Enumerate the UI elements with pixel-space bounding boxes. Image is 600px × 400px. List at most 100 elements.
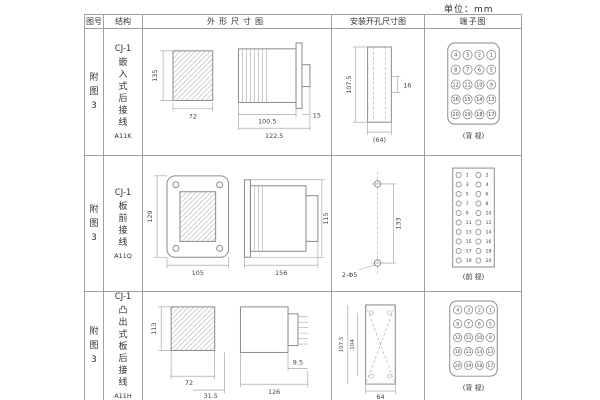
dim-front-height: 129 bbox=[146, 175, 168, 258]
terminal-circle bbox=[486, 49, 497, 60]
terminal-block-outline bbox=[452, 167, 495, 268]
mount-hole bbox=[387, 310, 392, 315]
header-install: 安装开孔尺寸图 bbox=[331, 14, 425, 29]
side-view bbox=[237, 42, 311, 109]
terminal-circle bbox=[455, 238, 462, 245]
terminal-number: 19 bbox=[466, 362, 472, 368]
terminal-circle bbox=[475, 229, 482, 235]
model-label: CJ-1 bbox=[114, 187, 132, 198]
terminal-circle bbox=[475, 172, 482, 178]
terminal-circle bbox=[474, 304, 484, 314]
cutout-view bbox=[365, 303, 396, 385]
dim-text-side-tab: 15 bbox=[313, 111, 321, 119]
dim-total-length: 126 bbox=[240, 351, 309, 396]
terminal-circle bbox=[462, 109, 473, 120]
corner-hole bbox=[216, 244, 224, 252]
terminal-number: 6 bbox=[485, 192, 488, 198]
dim-hole-height: 104 bbox=[350, 312, 359, 376]
structure-label: 板前接线 bbox=[118, 201, 128, 248]
terminal-circle bbox=[462, 49, 473, 60]
front-view bbox=[172, 50, 214, 101]
terminal-circle bbox=[486, 79, 497, 90]
hole-callout: 2-Φ5 bbox=[342, 264, 375, 279]
dim-text-front-width: 72 bbox=[185, 379, 193, 387]
dim-pin-length: 9.5 bbox=[287, 345, 308, 371]
terminal-number: 16 bbox=[453, 97, 459, 103]
terminal-circle bbox=[463, 318, 474, 328]
terminal-number: 5 bbox=[466, 192, 469, 198]
terminal-number: 13 bbox=[488, 97, 494, 103]
terminal-number: 11 bbox=[464, 82, 470, 88]
terminal-pins bbox=[297, 315, 308, 344]
terminal-circle bbox=[455, 181, 462, 188]
outline-drawing-a11h: 113 72 31.5 bbox=[150, 305, 309, 400]
terminal-number: 1 bbox=[466, 173, 469, 179]
dim-text-hole-spacing: 133 bbox=[394, 217, 402, 229]
terminal-number: 14 bbox=[485, 230, 491, 236]
corner-hole bbox=[172, 244, 180, 252]
type-code: A11K bbox=[114, 132, 132, 140]
terminal-number: 17 bbox=[466, 249, 472, 255]
terminal-number: 14 bbox=[477, 349, 483, 355]
terminal-circle bbox=[486, 64, 497, 75]
fig-no: 附图3 bbox=[89, 327, 99, 365]
model-label: CJ-1 bbox=[114, 44, 132, 54]
terminal-number: 5 bbox=[489, 321, 492, 327]
terminal-circle bbox=[486, 94, 497, 105]
terminal-number: 9 bbox=[466, 211, 469, 217]
dim-text-cutout-height: 107.5 bbox=[345, 75, 353, 93]
terminal-number: 3 bbox=[466, 53, 469, 59]
terminal-number: 3 bbox=[466, 182, 469, 188]
dim-outer-height: 107.5 bbox=[339, 304, 349, 384]
cell-outline-a11k: 135 72 bbox=[142, 28, 332, 156]
terminal-circle bbox=[474, 49, 485, 60]
terminal-number: 2 bbox=[478, 307, 481, 313]
install-drawing-a11q: 133 2-Φ5 bbox=[342, 172, 402, 279]
terminal-number: 4 bbox=[454, 53, 457, 59]
terminal-circle bbox=[462, 64, 473, 75]
dim-text-side-height: 115 bbox=[322, 212, 330, 224]
terminal-circle bbox=[462, 79, 473, 90]
terminal-circle bbox=[453, 332, 463, 342]
terminal-circle bbox=[462, 94, 473, 105]
cutout-view bbox=[367, 46, 392, 123]
dim-side-total: 122.5 bbox=[238, 127, 310, 140]
terminal-number: 18 bbox=[476, 112, 482, 118]
terminal-circle bbox=[455, 248, 462, 254]
terminal-circle bbox=[463, 304, 474, 314]
dim-text-front-width: 105 bbox=[192, 269, 204, 277]
terminal-circle bbox=[475, 257, 482, 264]
header-outline: 外形尺寸图 bbox=[142, 14, 332, 29]
dim-text-pin-length: 9.5 bbox=[293, 358, 303, 366]
dim-text-front-width: 72 bbox=[189, 112, 197, 120]
terminal-circle bbox=[486, 109, 497, 120]
terminal-number: 4 bbox=[485, 182, 488, 188]
terminal-number: 5 bbox=[490, 68, 493, 74]
terminal-number: 20 bbox=[485, 258, 491, 264]
cell-install-a11k: 107.5 16 (64) bbox=[331, 28, 425, 156]
cooling-fins bbox=[242, 48, 267, 103]
dim-notch: 16 bbox=[391, 76, 411, 93]
header-terminal: 端子图 bbox=[424, 14, 522, 29]
structure-label: 凸出式板后接线 bbox=[118, 306, 128, 388]
terminal-number: 11 bbox=[466, 220, 472, 226]
dim-cutout-height: 107.5 bbox=[345, 46, 368, 123]
terminal-circle bbox=[474, 94, 485, 105]
dim-text-total-length: 126 bbox=[268, 388, 280, 396]
dim-text-front-height: 129 bbox=[146, 210, 154, 222]
hole-callout-text: 2-Φ5 bbox=[342, 271, 358, 279]
dim-text-side-total: 122.5 bbox=[265, 132, 283, 140]
terminal-circle bbox=[485, 318, 495, 328]
terminal-number: 15 bbox=[466, 349, 472, 355]
terminal-circle bbox=[485, 346, 495, 356]
terminal-number: 11 bbox=[466, 335, 472, 341]
terminal-number: 14 bbox=[476, 97, 482, 103]
terminal-circle bbox=[453, 318, 463, 328]
terminal-number: 2 bbox=[478, 53, 481, 59]
row-a11q: 附图3 CJ-1 板前接线 A11Q bbox=[84, 155, 522, 292]
